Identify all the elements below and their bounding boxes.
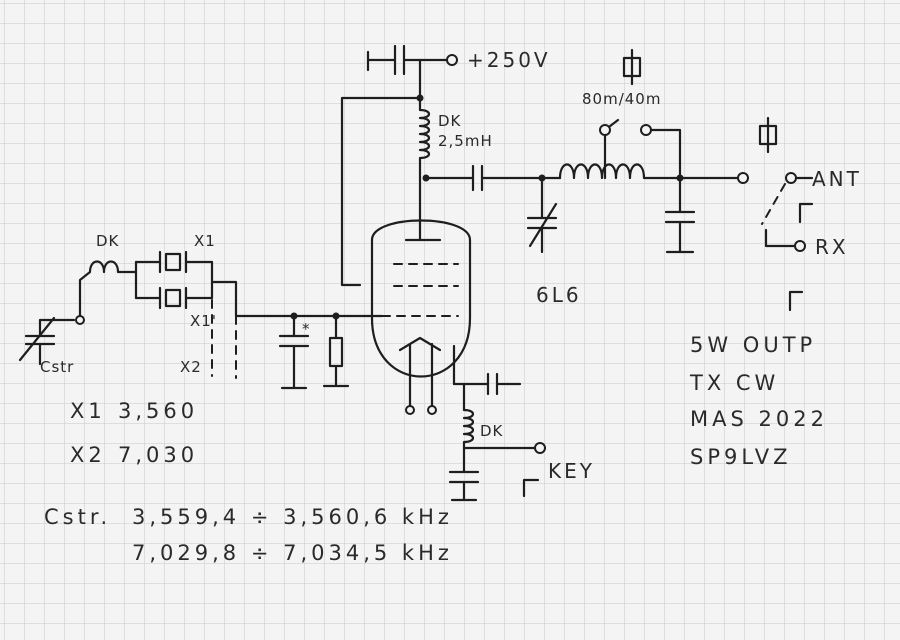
ground-symbol — [798, 202, 814, 224]
heater-pin-terminal — [427, 405, 437, 415]
design-note: TX CW — [689, 371, 779, 395]
plate-trimmer-capacitor — [526, 176, 558, 254]
design-note: MAS 2022 — [690, 407, 828, 431]
crystal-bus-wire — [134, 260, 238, 318]
tank-coil — [558, 118, 682, 180]
output-terminal — [737, 172, 749, 184]
tube-heater — [398, 336, 442, 382]
crystal-x1-label: X1 — [194, 232, 216, 250]
trimmer-capacitor-cstr[interactable] — [18, 316, 76, 366]
plate-feed-wire — [340, 58, 422, 287]
tuning-range-1: 3,559,4 ÷ 3,560,6 kHz — [132, 505, 453, 529]
trimmer-terminal — [75, 315, 85, 325]
rx-terminal — [794, 240, 806, 252]
input-choke — [78, 260, 138, 318]
tuning-range-note: Cstr. 3,559,4 ÷ 3,560,6 kHz 7,029,8 ÷ 7,… — [44, 505, 453, 565]
band-switch-label: 80m/40m — [582, 90, 661, 108]
key-terminal — [534, 442, 546, 454]
band-switch-icon[interactable] — [622, 48, 642, 86]
antenna-terminal — [785, 172, 797, 184]
supply-label: +250V — [467, 48, 551, 72]
heater-pin-terminal — [405, 405, 415, 415]
trimmer-label: Cstr — [40, 358, 74, 376]
crystal-list-name: X1 — [70, 399, 106, 423]
ground-symbol — [788, 290, 804, 312]
design-note: SP9LVZ — [690, 445, 792, 469]
cathode-bypass-capacitor — [462, 372, 522, 396]
coupling-wire — [424, 164, 562, 192]
key-filter-capacitor — [448, 460, 480, 502]
design-notes: 5W OUTP TX CW MAS 2022 SP9LVZ — [689, 333, 828, 469]
tr-switch-contact — [761, 183, 786, 225]
crystal-x1b-label: X1' — [190, 312, 217, 330]
heater-pins — [408, 378, 434, 408]
crystal-list-freq: 7,030 — [118, 443, 198, 467]
plate-choke-value: 2,5mH — [438, 132, 493, 150]
plate-choke — [418, 96, 431, 242]
key-ground-symbol — [522, 478, 540, 498]
tuning-prefix: Cstr. — [44, 505, 111, 529]
design-note: 5W OUTP — [690, 333, 816, 357]
tube-label: 6L6 — [536, 283, 582, 307]
tr-switch-icon[interactable] — [758, 116, 778, 154]
crystal-x2-label: X2 — [180, 358, 202, 376]
capacitor-mark: * — [302, 320, 311, 338]
crystal-socket-x1[interactable] — [134, 250, 214, 274]
crystal-list-freq: 3,560 — [118, 399, 198, 423]
rx-wire — [764, 228, 796, 248]
junction-dot — [538, 174, 546, 182]
key-label: KEY — [548, 459, 595, 483]
cathode-choke — [462, 408, 475, 464]
plate-choke-label: DK — [438, 112, 462, 130]
cathode-choke-label: DK — [480, 422, 504, 440]
input-choke-label: DK — [96, 232, 120, 250]
crystal-socket-x1b[interactable] — [134, 286, 214, 310]
output-capacitor — [664, 176, 696, 254]
tube-envelope — [370, 219, 472, 378]
crystal-list: X1 3,560 X2 7,030 — [70, 399, 198, 467]
antenna-label: ANT — [812, 167, 862, 191]
grid-resistor — [322, 314, 350, 388]
crystal-list-name: X2 — [70, 443, 106, 467]
tuning-range-2: 7,029,8 ÷ 7,034,5 kHz — [132, 541, 453, 565]
rx-label: RX — [815, 235, 849, 259]
feedback-capacitor — [278, 314, 310, 390]
supply-bypass-capacitor — [366, 44, 450, 76]
supply-terminal — [446, 54, 458, 66]
crystal-x2-position — [211, 299, 237, 379]
